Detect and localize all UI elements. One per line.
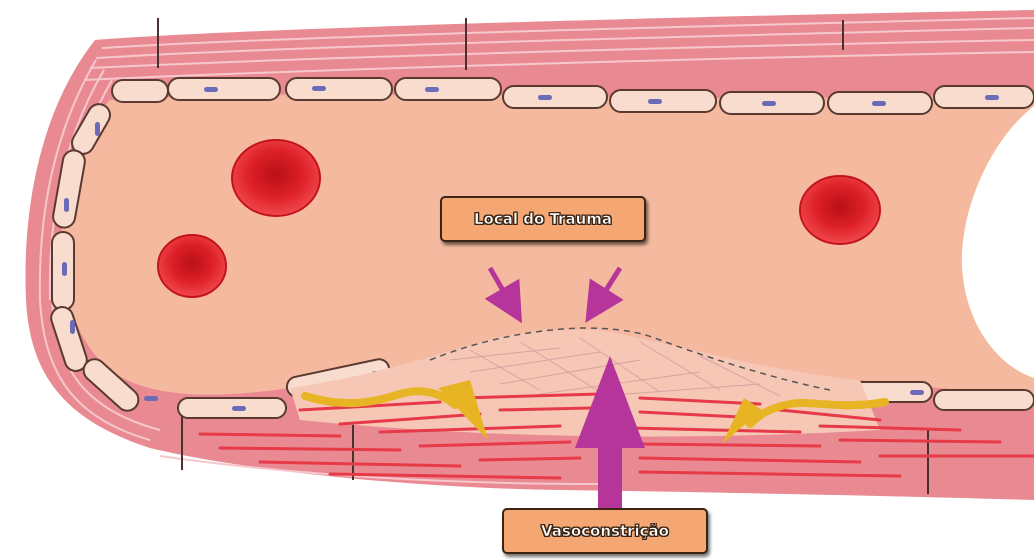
red-blood-cell [158,235,226,297]
red-blood-cell [800,176,880,244]
trauma-site-label: Local do Trauma [440,196,646,242]
vasoconstriction-label: Vasoconstrição [502,508,708,554]
red-blood-cell [232,140,320,216]
